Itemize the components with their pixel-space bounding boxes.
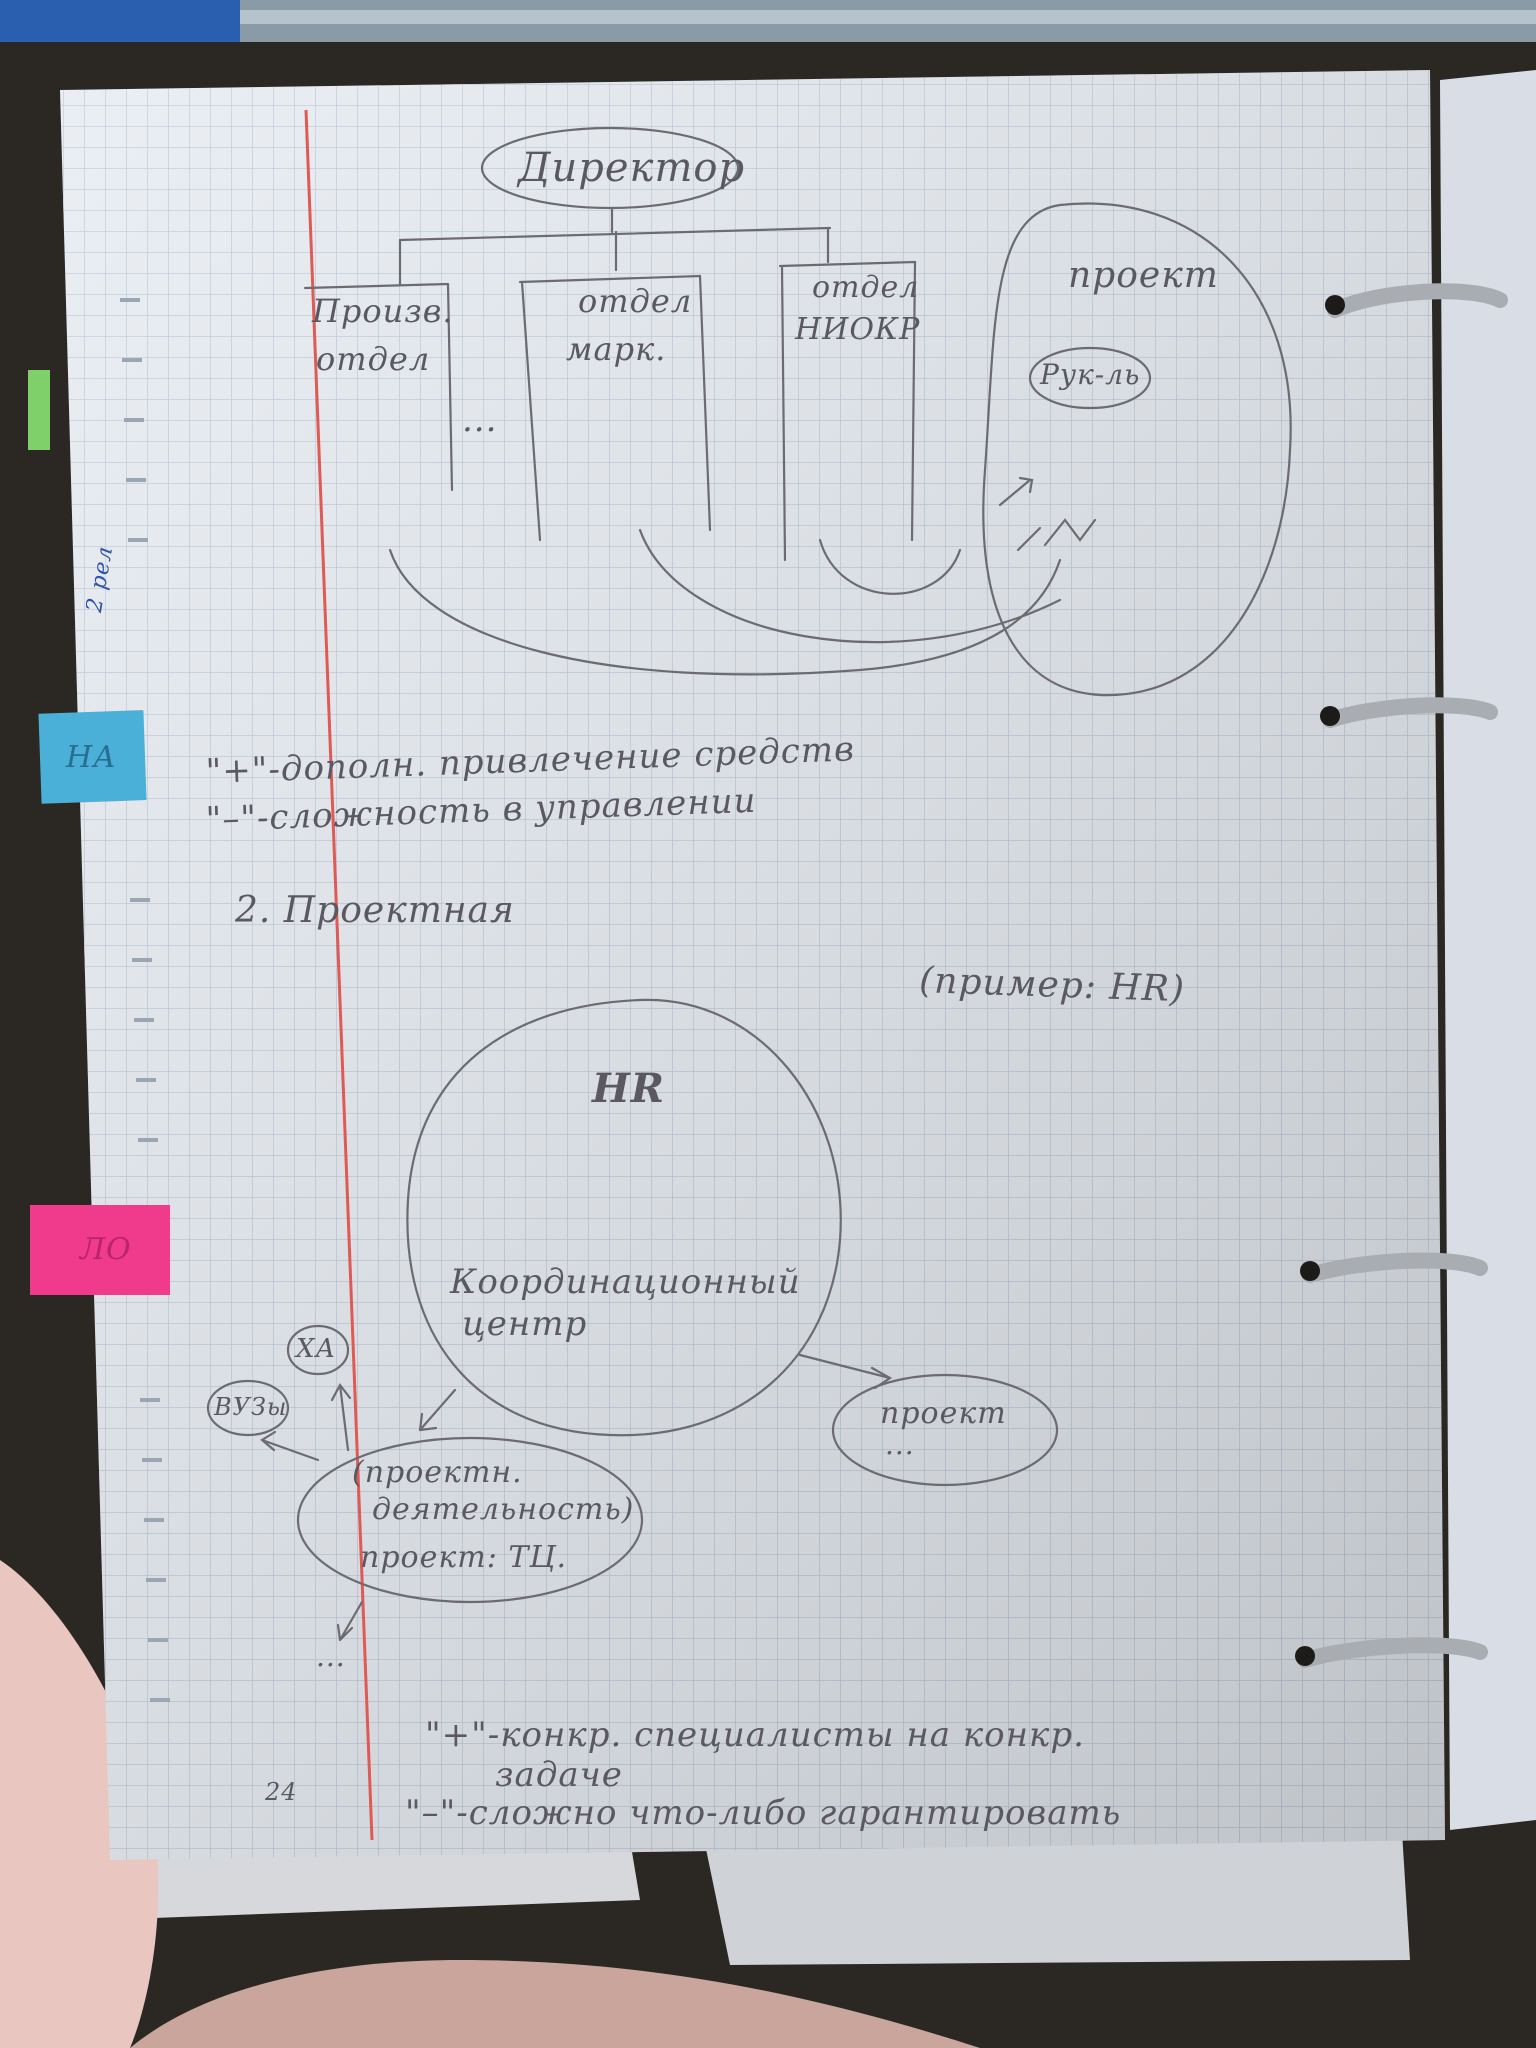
note-minus-2: "–"-сложно что-либо гарантировать bbox=[405, 1793, 1122, 1833]
note-dots-bottom: ... bbox=[316, 1640, 346, 1673]
tab-blue bbox=[38, 710, 147, 804]
note-hr: HR bbox=[592, 1065, 666, 1112]
note-vuz: ВУЗы bbox=[214, 1393, 288, 1421]
perforation bbox=[120, 298, 170, 1702]
right-page bbox=[1440, 70, 1536, 1830]
vuz-oval bbox=[206, 1379, 290, 1437]
note-project-top: проект bbox=[1068, 255, 1219, 296]
towel bbox=[0, 1560, 159, 2048]
note-project-head: Рук-ль bbox=[1040, 358, 1141, 391]
note-plus-2-l2: задаче bbox=[495, 1755, 623, 1795]
note-activity-l2: деятельность) bbox=[372, 1492, 635, 1527]
project-bottom-oval bbox=[831, 1373, 1059, 1487]
note-dept2-l2: марк. bbox=[566, 330, 667, 368]
head-oval bbox=[1028, 346, 1152, 410]
note-plus-2-l1: "+"-конкр. специалисты на конкр. bbox=[425, 1715, 1085, 1755]
hr-circle bbox=[406, 998, 842, 1437]
note-director: Директор bbox=[518, 145, 746, 191]
margin-line bbox=[304, 109, 374, 1841]
project-oval bbox=[982, 202, 1292, 697]
tab-2-label: НА bbox=[66, 740, 117, 775]
note-proj-bottom: проект bbox=[880, 1396, 1007, 1431]
note-activity-l3: проект: ТЦ. bbox=[360, 1540, 568, 1575]
tab-3-label: ЛО bbox=[80, 1232, 132, 1267]
note-dept1-l1: Произв. bbox=[312, 292, 454, 330]
page-number: 24 bbox=[265, 1778, 298, 1806]
xa-oval bbox=[286, 1324, 350, 1376]
project-activity-oval bbox=[296, 1436, 644, 1604]
note-dept1-l2: отдел bbox=[316, 340, 431, 378]
note-dept3-l2: НИОКР bbox=[795, 312, 921, 347]
director-oval bbox=[480, 126, 740, 210]
binder-rings bbox=[1297, 283, 1508, 1668]
note-coord-l1: Координационный bbox=[450, 1262, 801, 1302]
note-dept2-l1: отдел bbox=[578, 282, 693, 320]
note-dept3-l1: отдел bbox=[812, 270, 920, 305]
tab-green bbox=[28, 370, 50, 450]
note-section-2: 2. Проектная bbox=[235, 890, 515, 931]
note-activity-l1: (проектн. bbox=[352, 1455, 523, 1490]
note-ellipsis: ... bbox=[462, 400, 498, 440]
note-xa: ХА bbox=[296, 1334, 337, 1364]
pencil-sketch bbox=[206, 126, 1292, 1642]
tab-pink bbox=[30, 1205, 170, 1295]
note-coord-l2: центр bbox=[462, 1304, 588, 1344]
note-proj-bottom-dots: ... bbox=[885, 1428, 915, 1461]
